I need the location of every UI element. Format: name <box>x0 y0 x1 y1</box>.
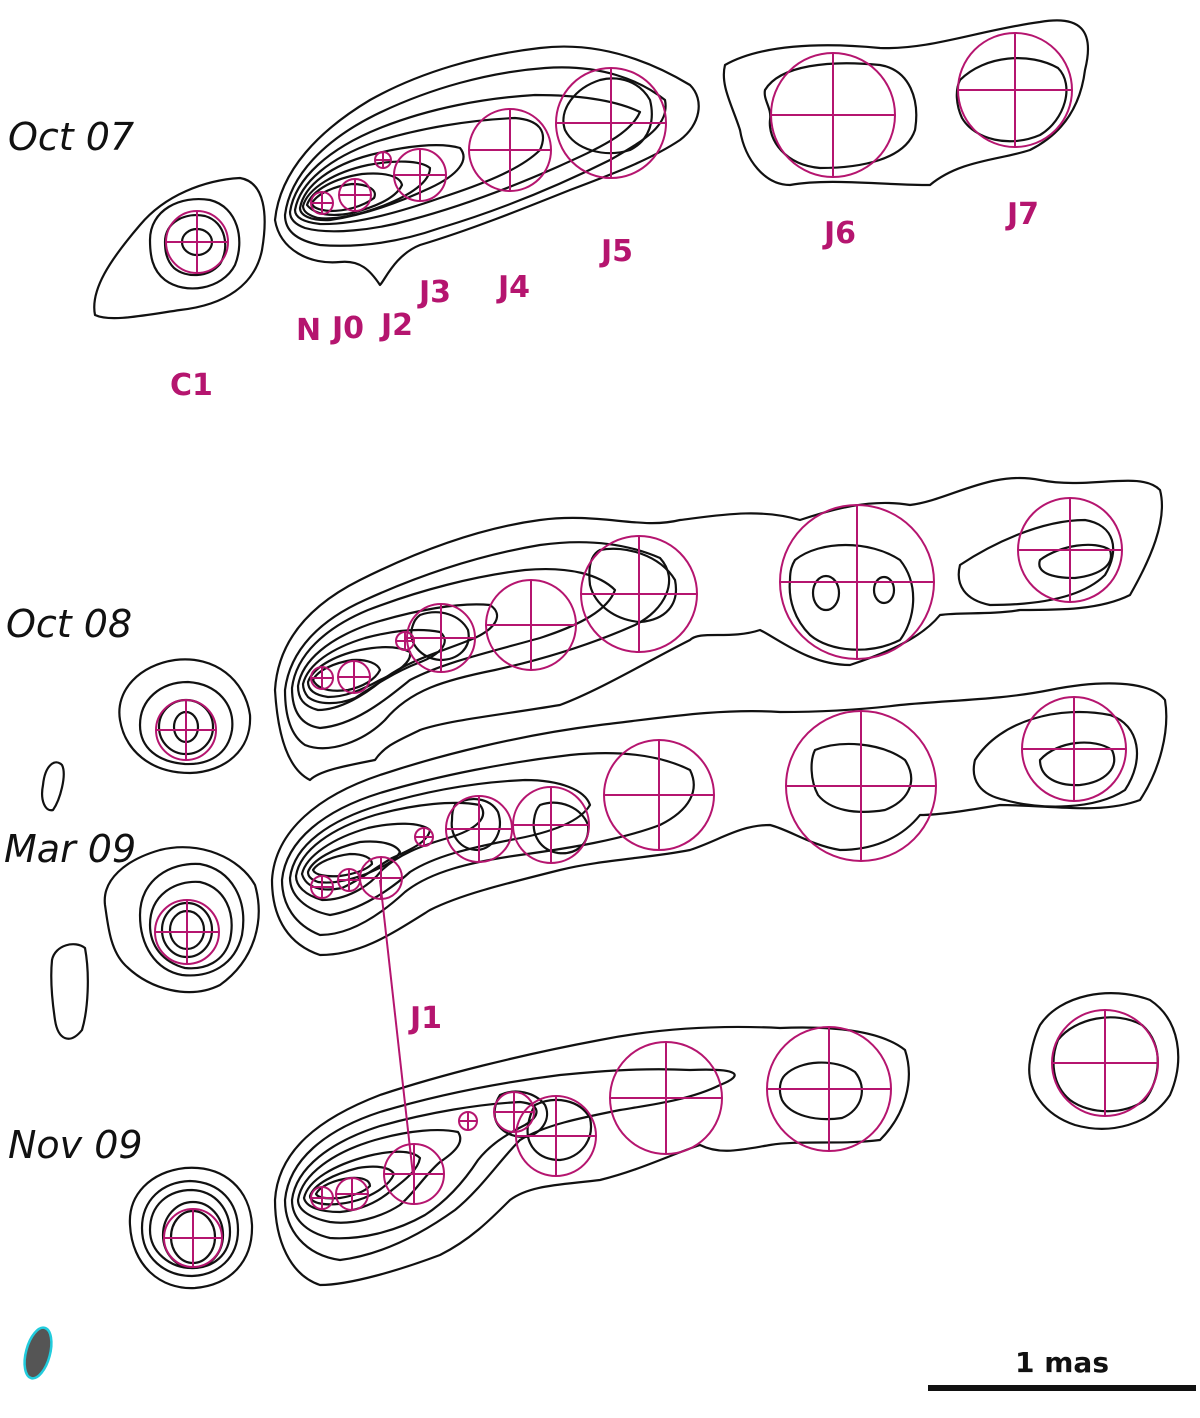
component-j4-mar09 <box>512 786 590 864</box>
component-j6-oct08 <box>779 504 935 660</box>
beam-ellipse-icon <box>23 1326 53 1380</box>
scale-bar-label: 1 mas <box>1015 1346 1109 1379</box>
component-j3-oct08 <box>406 603 476 673</box>
label-j3: J3 <box>417 275 451 310</box>
label-j5: J5 <box>599 234 633 269</box>
component-j0-oct08 <box>337 660 371 694</box>
component-j5-oct08 <box>580 535 698 653</box>
component-j2-mar09 <box>414 827 434 847</box>
scale-bar: 1 mas <box>928 1346 1196 1391</box>
component-j6-oct07 <box>770 52 896 178</box>
component-j7-nov09 <box>1051 1009 1159 1117</box>
component-j2-oct08 <box>395 631 415 651</box>
component-j4-oct08 <box>485 579 577 671</box>
component-j6-mar09 <box>785 710 937 862</box>
component-j0-mar09 <box>337 868 361 892</box>
component-j0-oct07 <box>338 178 372 212</box>
epoch-label-oct08: Oct 08 <box>6 602 132 646</box>
component-j1-nov09 <box>383 1143 445 1205</box>
epoch-label-mar09: Mar 09 <box>4 827 136 871</box>
contours-oct08 <box>41 476 1164 812</box>
component-j5-mar09 <box>603 739 715 851</box>
component-j3-mar09 <box>445 795 513 863</box>
component-c1-oct07 <box>165 210 229 274</box>
component-j3-nov09 <box>493 1091 535 1133</box>
component-c1-nov09 <box>163 1208 223 1268</box>
component-j2-nov09 <box>458 1111 478 1131</box>
epoch-label-nov09: Nov 09 <box>8 1123 143 1167</box>
contours-oct07 <box>93 19 1090 320</box>
label-j7: J7 <box>1005 197 1039 232</box>
component-c1-mar09 <box>154 899 220 965</box>
label-j1: J1 <box>408 1001 442 1036</box>
component-j7-oct07 <box>957 32 1073 148</box>
component-j4-oct07 <box>468 108 552 192</box>
component-markers <box>154 32 1159 1268</box>
label-j0: J0 <box>330 311 364 346</box>
component-j5-nov09 <box>609 1041 723 1155</box>
component-j7-oct08 <box>1017 497 1123 603</box>
component-n-mar09 <box>310 875 334 899</box>
component-j6-nov09 <box>766 1026 892 1152</box>
contours-nov09 <box>128 992 1180 1290</box>
label-j6: J6 <box>822 216 856 251</box>
component-j5-oct07 <box>555 67 667 179</box>
component-n-oct07 <box>310 191 334 215</box>
component-n-oct08 <box>310 666 334 690</box>
label-n: N <box>296 313 321 348</box>
component-c1-oct08 <box>155 699 217 761</box>
label-j4: J4 <box>496 270 530 305</box>
component-j7-mar09 <box>1021 696 1127 802</box>
component-n-nov09 <box>310 1186 334 1210</box>
component-j4-nov09 <box>515 1095 597 1177</box>
component-j0-nov09 <box>335 1177 369 1211</box>
contours-mar09 <box>50 682 1168 1040</box>
component-j3-oct07 <box>393 148 447 202</box>
j1-track-line <box>379 879 414 1176</box>
component-labels: C1 N J0 J2 J3 J4 J5 J6 J7 J1 <box>170 197 1039 1036</box>
component-j2-oct07 <box>374 151 392 169</box>
label-c1: C1 <box>170 368 213 403</box>
epoch-label-oct07: Oct 07 <box>8 115 134 159</box>
label-j2: J2 <box>379 308 413 343</box>
